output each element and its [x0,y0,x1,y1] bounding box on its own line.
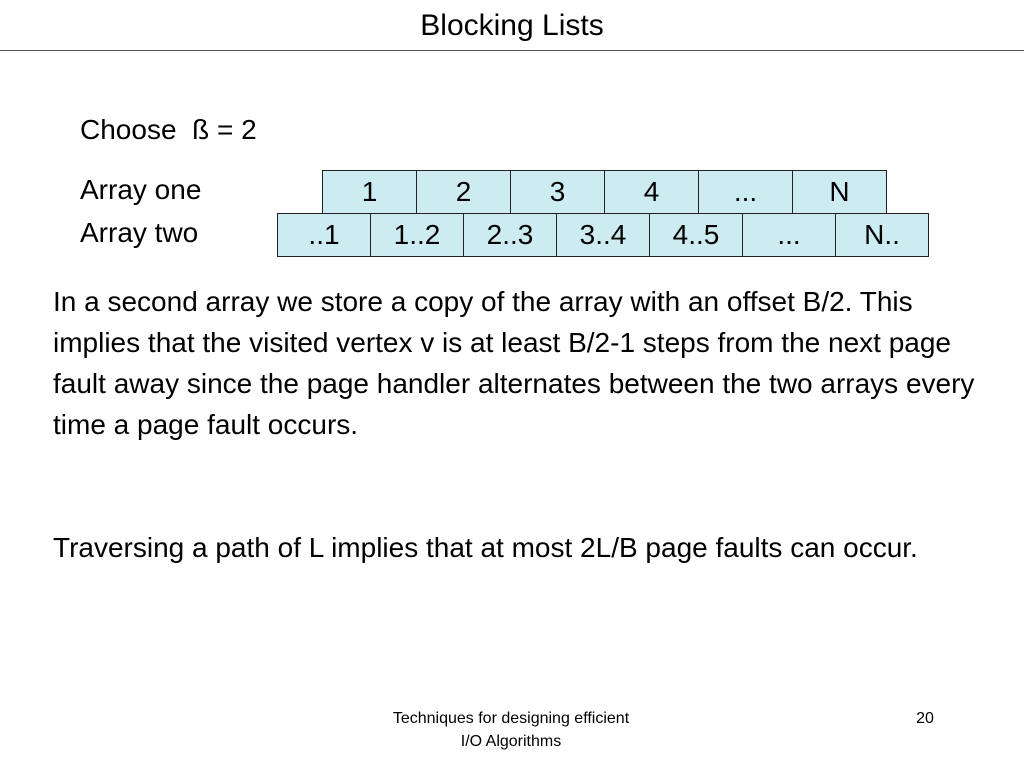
page-number: 20 [916,710,934,727]
footer-line-2: I/O Algorithms [460,733,562,750]
array-two-cells: ..1 1..2 2..3 3..4 4..5 ... N.. [277,213,929,257]
array-one-cell: 2 [416,170,511,214]
footer-course-title: Techniques for designing efficient I/O A… [350,707,672,753]
array-one-label: Array one [80,174,202,205]
array-two-cell: 2..3 [463,213,557,257]
array-two-label: Array two [80,217,199,248]
array-one-cells: 1 2 3 4 ... N [322,170,887,214]
array-two-cell: 3..4 [556,213,650,257]
array-two-cell: 1..2 [370,213,464,257]
body-paragraph-traversal: Traversing a path of L implies that at m… [53,532,918,563]
slide-title: Blocking Lists [420,9,604,42]
array-one-cell: N [792,170,887,214]
array-two-cell: ..1 [277,213,371,257]
array-one-cell: 1 [322,170,417,214]
array-two-cell: 4..5 [649,213,743,257]
array-two-cell: ... [742,213,836,257]
footer-line-1: Techniques for designing efficient [392,710,630,727]
array-two-cell: N.. [835,213,929,257]
array-one-cell: ... [698,170,793,214]
array-one-cell: 3 [510,170,605,214]
choose-beta-text: Choose ß = 2 [80,114,257,145]
title-divider [0,50,1024,51]
array-one-cell: 4 [604,170,699,214]
body-paragraph-offset: In a second array we store a copy of the… [53,286,975,440]
